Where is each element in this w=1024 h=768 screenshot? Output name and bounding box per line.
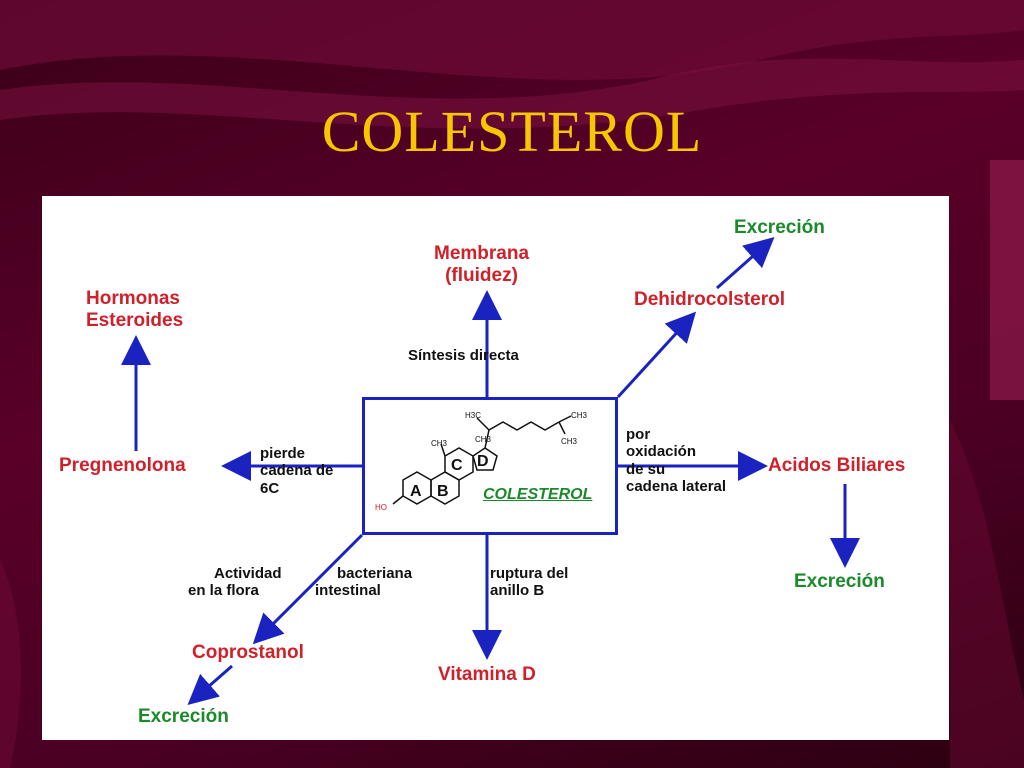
node-vitamina-d: Vitamina D (438, 664, 536, 685)
ring-a-label: A (410, 483, 422, 500)
node-hormonas-line1: Hormonas (86, 288, 180, 309)
ring-b-label: B (437, 483, 449, 500)
arrow-coprostanol (252, 533, 364, 645)
methyl-group-3: H3C (465, 411, 481, 420)
arrow-dehidro (616, 311, 697, 399)
edge-bacteriana-line1: bacteriana (337, 565, 413, 582)
methyl-group-1: CH3 (431, 439, 448, 448)
diagram-panel: A B C D HO CH3 CH3 H3C CH3 CH3 COLESTERO… (42, 196, 949, 740)
node-dehidrocolsterol: Dehidrocolsterol (634, 289, 785, 310)
page-title: COLESTEROL (321, 99, 703, 164)
node-acidos-biliares: Acidos Biliares (768, 455, 906, 476)
ho-group: HO (375, 503, 387, 512)
cholesterol-label: COLESTEROL (483, 486, 593, 503)
edge-pierde-line1: pierde (260, 445, 306, 462)
node-membrana-line2: (fluidez) (445, 264, 518, 286)
cholesterol-box: A B C D HO CH3 CH3 H3C CH3 CH3 COLESTERO… (362, 397, 618, 535)
edge-actividad: Actividad en la flora (188, 565, 282, 600)
edge-pierde-line2: cadena de (260, 462, 334, 480)
arrow-excrecion-bottom (187, 664, 233, 705)
methyl-group-5: CH3 (561, 437, 578, 446)
edge-oxidacion-line4: cadena lateral (626, 477, 727, 495)
edge-actividad-line1: Actividad (214, 565, 282, 582)
methyl-group-4: CH3 (571, 411, 588, 420)
edge-bacteriana: bacteriana intestinal (315, 565, 412, 600)
edge-actividad-line2: en la flora (188, 582, 259, 600)
node-membrana-line1: Membrana (434, 243, 530, 264)
methyl-group-2: CH3 (475, 435, 492, 444)
arrow-excrecion-top (716, 237, 775, 290)
node-membrana: Membrana (fluidez) (434, 243, 529, 287)
edge-ruptura-line2: anillo B (490, 582, 545, 600)
ring-c-label: C (451, 457, 463, 474)
edge-oxidacion-line1: por (626, 426, 651, 443)
edge-pierde-line3: 6C (260, 479, 280, 497)
ring-d-label: D (477, 453, 489, 470)
edge-ruptura: ruptura del anillo B (490, 565, 568, 600)
cholesterol-structure-icon: A B C D HO CH3 CH3 H3C CH3 CH3 (375, 411, 588, 512)
edge-sintesis-directa: Síntesis directa (408, 347, 519, 364)
node-excrecion-bottom: Excreción (138, 706, 229, 727)
node-hormonas: Hormonas Esteroides (86, 288, 183, 332)
edge-bacteriana-line2: intestinal (315, 582, 381, 600)
edge-por-oxidacion: por oxidación de su cadena lateral (626, 426, 726, 495)
node-excrecion-top: Excreción (734, 217, 825, 238)
node-pregnenolona: Pregnenolona (59, 455, 186, 476)
node-hormonas-line2: Esteroides (86, 309, 184, 331)
edge-oxidacion-line2: oxidación (626, 443, 697, 461)
node-coprostanol: Coprostanol (192, 642, 304, 663)
node-excrecion-right: Excreción (794, 571, 885, 592)
arrow-layer (121, 237, 860, 705)
edge-pierde-cadena: pierde cadena de 6C (260, 445, 333, 497)
edge-ruptura-line1: ruptura del (490, 565, 569, 582)
edge-oxidacion-line3: de su (626, 460, 666, 478)
